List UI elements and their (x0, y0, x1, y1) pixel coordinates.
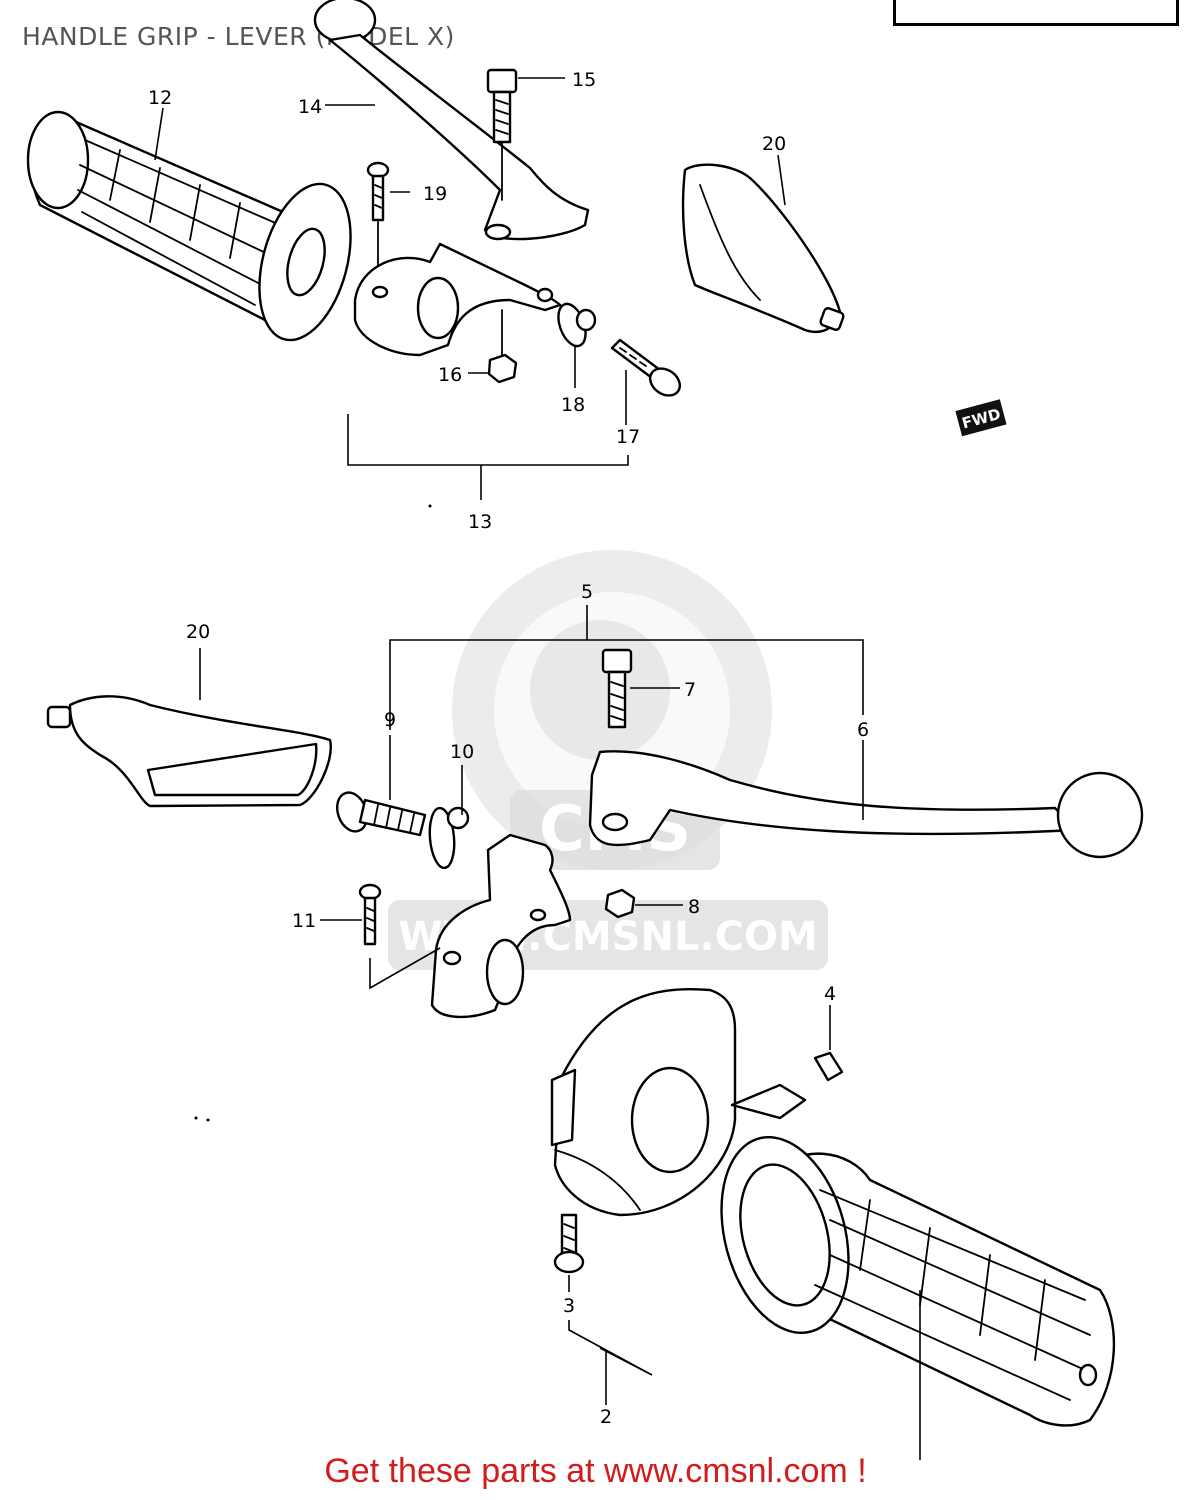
part-4-collar (813, 1005, 844, 1082)
part-17-adjuster-bolt (610, 338, 682, 397)
part-20-upper-cover (681, 163, 845, 334)
callout-17: 17 (616, 426, 640, 448)
callout-10: 10 (450, 741, 474, 763)
callout-12: 12 (148, 87, 172, 109)
callout-7: 7 (684, 679, 696, 701)
callout-14: 14 (298, 96, 322, 118)
part-1-right-grip (720, 1083, 1116, 1460)
leader-lines-middle (389, 605, 864, 820)
callout-4: 4 (824, 983, 836, 1005)
callout-19: 19 (423, 183, 447, 205)
corner-frame (893, 0, 1179, 26)
diagram-title: HANDLE GRIP - LEVER (MODEL X) (22, 22, 455, 51)
callout-20-top: 20 (762, 133, 786, 155)
callout-20-left: 20 (186, 621, 210, 643)
part-11-screw (320, 883, 441, 990)
part-6-lower-lever (588, 750, 1144, 859)
part-13-bracket (353, 242, 562, 357)
callout-16: 16 (438, 364, 462, 386)
callout-15: 15 (572, 69, 596, 91)
callout-11: 11 (292, 910, 316, 932)
callout-labels: 12 14 15 19 20 16 18 17 13 5 20 7 9 6 10… (148, 69, 869, 1428)
part-20-lower-cover (46, 648, 332, 808)
callout-3: 3 (563, 1295, 575, 1317)
callout-8: 8 (688, 896, 700, 918)
part-14-upper-lever (313, 0, 590, 241)
part-8-nut (604, 888, 683, 919)
part-5-bracket (430, 833, 572, 1019)
part-2-throttle-housing (550, 987, 737, 1217)
callout-13: 13 (468, 511, 492, 533)
callout-2: 2 (600, 1406, 612, 1428)
part-7-bolt (601, 648, 680, 729)
callout-18: 18 (561, 394, 585, 416)
fwd-mark: FWD (955, 399, 1007, 437)
leader-lines-top (154, 77, 786, 500)
part-3-screw (553, 1213, 653, 1405)
part-9-adjuster-bolt (335, 791, 427, 837)
callout-9: 9 (384, 709, 396, 731)
footer-link-text[interactable]: Get these parts at www.cmsnl.com ! (324, 1452, 867, 1490)
part-12-left-grip (26, 110, 352, 342)
part-15-bolt (486, 68, 518, 201)
part-16-nut (487, 353, 518, 384)
part-18-adjuster-ring (557, 302, 597, 348)
callout-5: 5 (581, 581, 593, 603)
part-10-adjuster-ring (428, 806, 470, 870)
callout-6: 6 (857, 719, 869, 741)
